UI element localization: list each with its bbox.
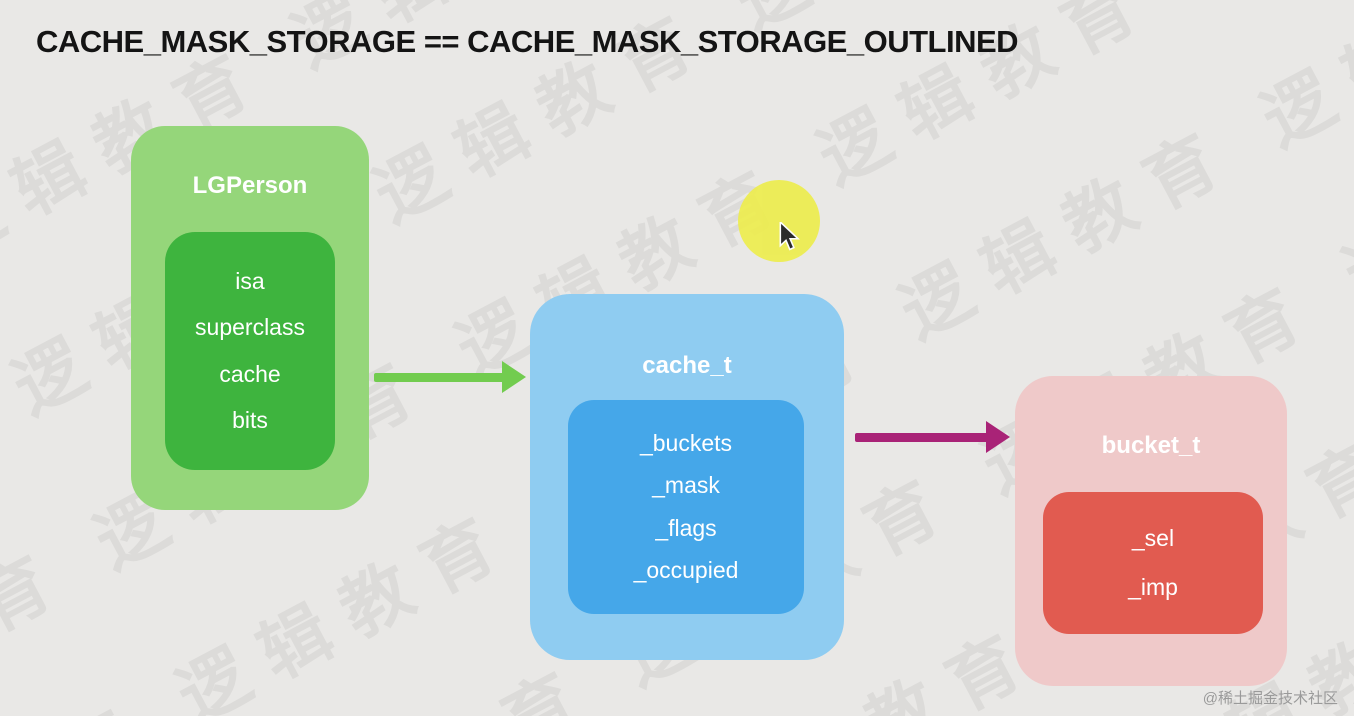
arrow-cache-t-to-bucket-t: [855, 421, 1010, 453]
arrow-head-icon: [986, 421, 1010, 453]
lgperson-label: LGPerson: [192, 172, 308, 199]
lgperson-field-cache: cache: [219, 360, 281, 387]
mouse-cursor-icon: [779, 222, 800, 251]
bucket-t-field-sel: _sel: [1131, 525, 1175, 552]
page-title: CACHE_MASK_STORAGE == CACHE_MASK_STORAGE…: [36, 24, 1019, 59]
lgperson-class-box: LGPerson isa superclass cache bits: [131, 126, 369, 510]
arrow-head-icon: [502, 361, 526, 393]
lgperson-fields-box: isa superclass cache bits: [165, 232, 335, 470]
footer-credit: @稀土掘金技术社区: [1202, 690, 1338, 707]
cache-t-fields-box: _buckets _mask _flags _occupied: [568, 400, 804, 614]
arrow-shaft: [374, 373, 504, 382]
cache-t-label: cache_t: [642, 352, 732, 379]
bucket-t-fields-box: _sel _imp: [1043, 492, 1263, 634]
arrow-shaft: [855, 433, 988, 442]
bucket-t-label: bucket_t: [1101, 432, 1201, 459]
bucket-t-field-imp: _imp: [1128, 573, 1178, 600]
cache-t-field-occupied: _occupied: [633, 557, 739, 584]
bucket-t-struct-box: bucket_t _sel _imp: [1015, 376, 1287, 686]
lgperson-field-isa: isa: [235, 267, 265, 294]
cursor-highlight-circle: [738, 180, 820, 262]
cache-t-field-mask: _mask: [652, 472, 720, 499]
lgperson-field-bits: bits: [232, 407, 268, 434]
cache-t-struct-box: cache_t _buckets _mask _flags _occupied: [530, 294, 844, 660]
cache-t-field-flags: _flags: [655, 514, 717, 541]
arrow-lgperson-to-cache-t: [374, 361, 526, 393]
cache-t-field-buckets: _buckets: [639, 429, 733, 456]
lgperson-field-superclass: superclass: [195, 314, 305, 341]
